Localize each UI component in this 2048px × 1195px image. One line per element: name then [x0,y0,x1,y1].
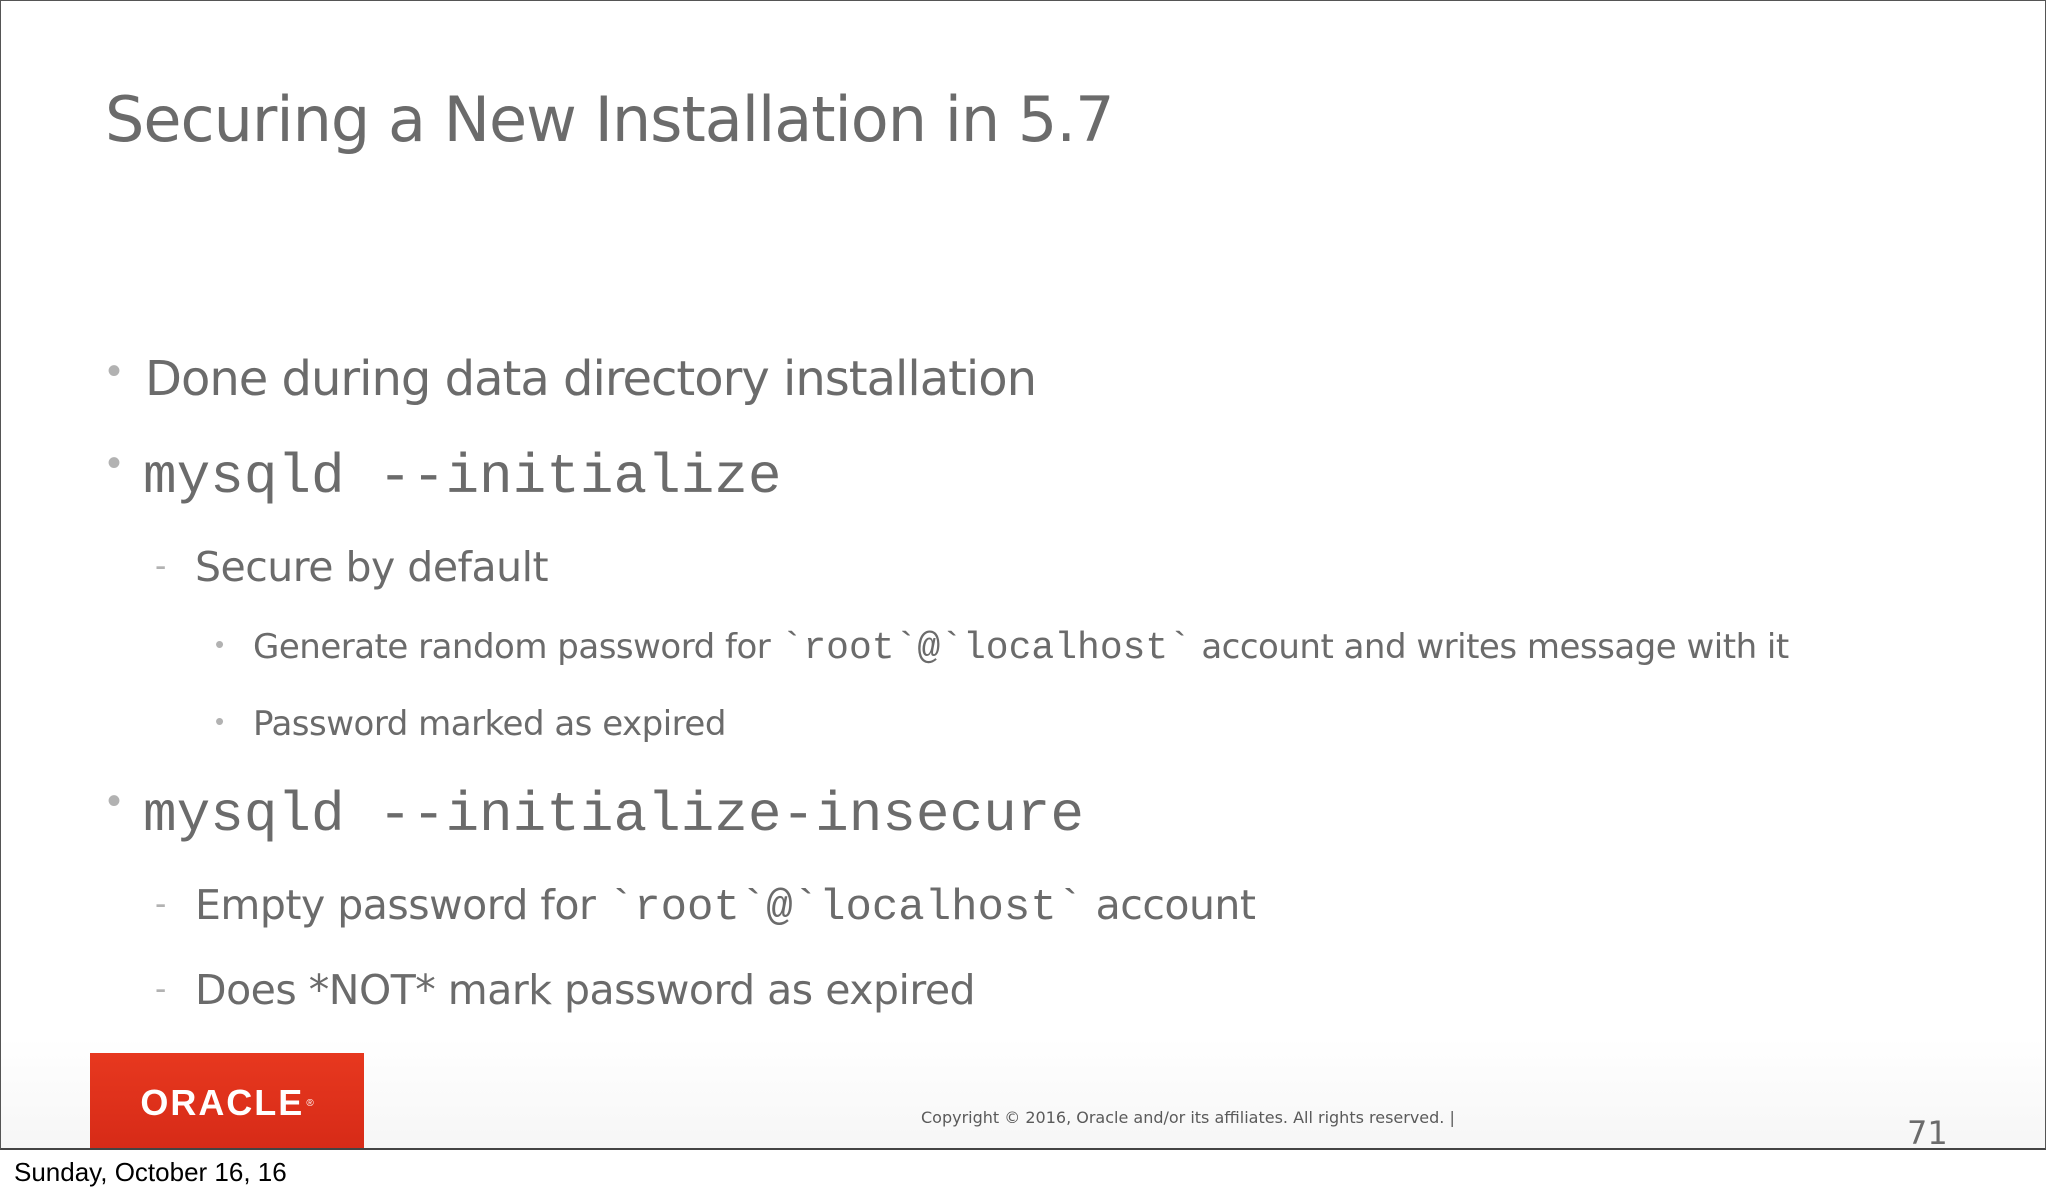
slide: Securing a New Installation in 5.7 • Don… [0,0,2046,1150]
sub-item-text-after: account [1083,881,1256,929]
oracle-logo-text: ORACLE [140,1082,305,1123]
dash-marker: - [155,547,167,585]
dash-marker: - [155,885,167,923]
bullet-dot: • [107,349,122,393]
sub-item-line: Empty password for `root`@`localhost` ac… [195,881,1256,933]
bullet-dot: • [215,629,225,659]
bullet-dot: • [107,779,122,823]
detail-text-before: Generate random password for [253,627,781,667]
sub-item-text: Does *NOT* mark password as expired [195,966,976,1014]
slide-title: Securing a New Installation in 5.7 [105,83,1115,156]
detail-item-line: Generate random password for `root`@`loc… [253,627,1789,670]
command-initialize-insecure: mysqld --initialize-insecure [143,783,1084,847]
detail-text: Password marked as expired [253,704,726,744]
oracle-logo: ORACLE® [90,1053,364,1148]
dash-marker: - [155,970,167,1008]
bullet-dot: • [107,441,122,485]
bullet-dot: • [215,706,225,736]
detail-text-after: account and writes message with it [1191,627,1789,667]
account-code: `root`@`localhost` [607,883,1084,933]
date-label: Sunday, October 16, 16 [14,1157,287,1187]
sub-item-text-before: Empty password for [195,881,608,929]
page-number: 71 [1907,1114,1948,1150]
copyright-notice: Copyright © 2016, Oracle and/or its affi… [921,1108,1455,1127]
sub-item-text: Secure by default [195,543,549,591]
bullet-text: Done during data directory installation [145,351,1037,407]
registered-mark: ® [306,1097,314,1109]
command-initialize: mysqld --initialize [143,445,782,509]
account-code: `root`@`localhost` [780,627,1192,670]
